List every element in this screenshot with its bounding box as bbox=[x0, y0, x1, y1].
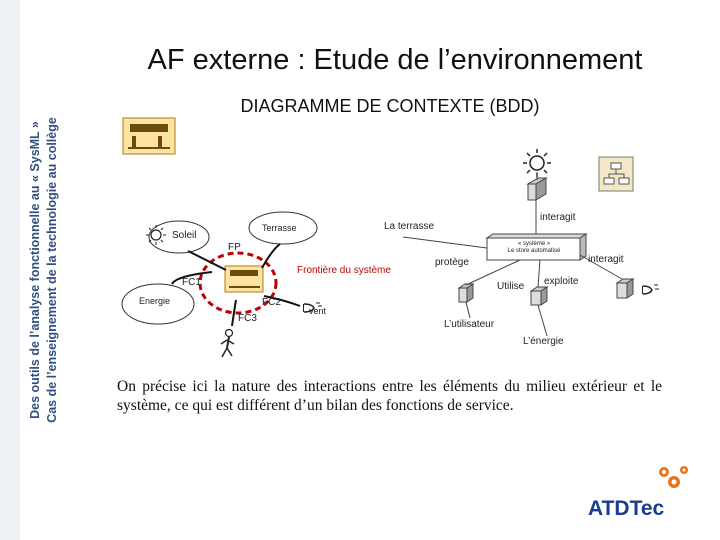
vent-icon bbox=[303, 302, 322, 313]
explanation-paragraph: On précise ici la nature des interaction… bbox=[117, 378, 662, 414]
terrasse-ellipse bbox=[248, 211, 318, 245]
soleil-ellipse bbox=[148, 220, 210, 254]
terrasse-block bbox=[526, 177, 548, 201]
slide-title: AF externe : Etude de l’environnement bbox=[147, 44, 643, 76]
fc3-label: FC3 bbox=[238, 313, 257, 324]
sun-icon-large bbox=[523, 149, 551, 177]
fp-link-terrasse bbox=[261, 243, 281, 269]
utilise-link bbox=[465, 259, 521, 286]
soleil-label: Soleil bbox=[172, 230, 197, 241]
fp-label: FP bbox=[228, 242, 241, 253]
sidebar-band bbox=[0, 0, 20, 540]
gears-icon bbox=[659, 466, 688, 488]
fp-link-soleil bbox=[187, 250, 227, 271]
systeme-label: « système » Le store automatisé bbox=[490, 241, 578, 255]
user-figure-icon bbox=[220, 328, 235, 358]
protege-label: protège bbox=[435, 257, 469, 268]
utilisateur-block bbox=[457, 283, 475, 303]
diagram-subtitle: DIAGRAMME DE CONTEXTE (BDD) bbox=[240, 96, 540, 116]
utilisateur-link bbox=[465, 301, 471, 319]
exploite-link bbox=[537, 259, 541, 288]
energie-block bbox=[529, 286, 549, 306]
systeme-name: Le store automatisé bbox=[507, 248, 561, 254]
fc1-label: FC1 bbox=[182, 277, 201, 288]
utilisateur-label: L’utilisateur bbox=[444, 319, 495, 330]
fc3-link bbox=[231, 299, 237, 327]
vent-label: vent bbox=[309, 306, 327, 316]
fc2-label: FC2 bbox=[262, 297, 281, 308]
interagit-right-label: interagit bbox=[588, 254, 624, 265]
interagit-top-label: interagit bbox=[540, 212, 576, 223]
energie-right-label: L’énergie bbox=[523, 336, 564, 347]
fc1-link bbox=[171, 271, 213, 285]
system-frontier bbox=[198, 251, 278, 315]
la-terrasse-label: La terrasse bbox=[384, 221, 435, 232]
vent-icon-right bbox=[642, 284, 659, 295]
utilise-label: Utilise bbox=[497, 281, 525, 292]
energie-link bbox=[537, 304, 548, 337]
interagit-link-right bbox=[579, 254, 623, 280]
frontiere-label: Frontière du système bbox=[297, 265, 391, 276]
systeme-block bbox=[485, 233, 588, 261]
energie-ellipse bbox=[121, 283, 195, 325]
fc2-link bbox=[263, 295, 301, 307]
sun-icon-small bbox=[146, 225, 166, 245]
vent-block bbox=[615, 278, 635, 299]
protege-link bbox=[402, 236, 488, 249]
store-system-icon bbox=[224, 265, 264, 293]
block-diagram-icon bbox=[598, 156, 634, 192]
systeme-stereotype: « système » bbox=[517, 241, 551, 247]
exploite-label: exploite bbox=[544, 276, 579, 287]
atdtec-logo: ATDTec bbox=[588, 497, 665, 520]
terrasse-label: Terrasse bbox=[262, 223, 297, 233]
store-icon-topleft bbox=[122, 117, 176, 155]
energie-label: Energie bbox=[139, 296, 171, 306]
